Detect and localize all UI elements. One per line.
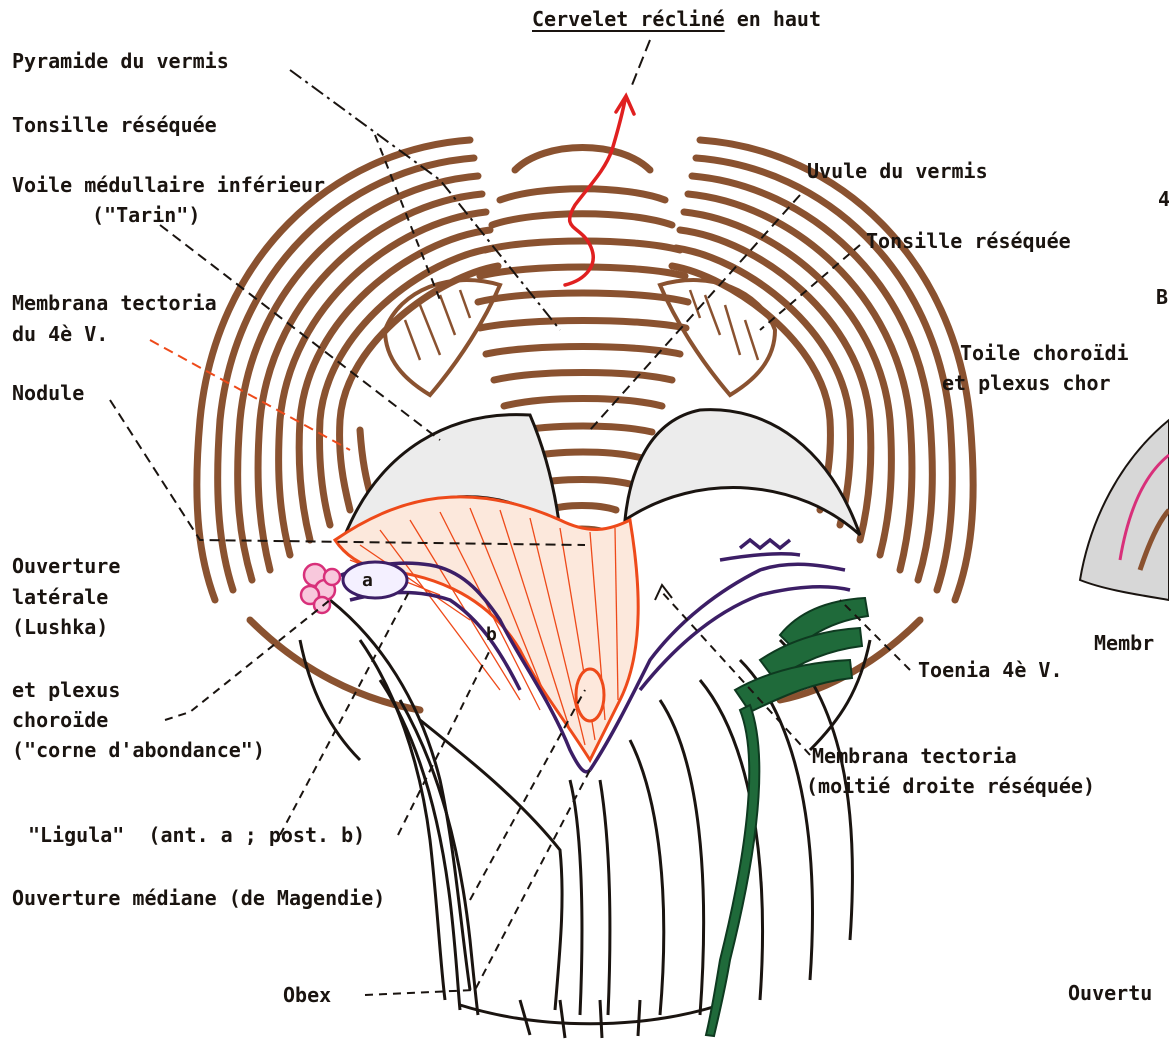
cut-label-b: B <box>1156 284 1168 310</box>
cut-label-four: 4 <box>1158 186 1169 212</box>
figure-title: Cervelet récliné en haut <box>532 6 821 32</box>
label-ouverture-lat-2: latérale <box>12 584 108 610</box>
label-tonsille-right: Tonsille réséquée <box>866 228 1071 254</box>
label-tonsille-left: Tonsille réséquée <box>12 112 217 138</box>
label-membrana-right-2: (moitié droite réséquée) <box>806 773 1095 799</box>
leader-pyramide <box>290 70 560 330</box>
adjacent-figure <box>1080 420 1169 600</box>
label-obex: Obex <box>283 982 331 1008</box>
label-membrana-right-1: Membrana tectoria <box>812 743 1017 769</box>
cut-label-ouvertu: Ouvertu <box>1068 980 1169 1006</box>
label-ligula: "Ligula" (ant. a ; post. b) <box>28 822 365 848</box>
title-rest: en haut <box>725 7 821 31</box>
cut-label-toile-2: et plexus chor <box>942 370 1169 396</box>
leader-title <box>630 40 650 90</box>
label-uvule: Uvule du vermis <box>807 158 988 184</box>
label-plexus-3: ("corne d'abondance") <box>12 737 265 763</box>
leader-obex <box>365 770 590 995</box>
leader-magendie <box>470 690 585 900</box>
label-plexus-2: choroïde <box>12 707 108 733</box>
label-membrana-left-2: du 4è V. <box>12 321 108 347</box>
label-voile-2: ("Tarin") <box>92 202 200 228</box>
label-letter-b: b <box>486 622 497 648</box>
leader-ligula-a <box>280 590 410 835</box>
label-toenia: Toenia 4è V. <box>918 657 1063 683</box>
cut-label-toile-1: Toile choroïdi <box>960 340 1169 366</box>
tonsil-stumps <box>385 280 775 395</box>
label-plexus-1: et plexus <box>12 677 120 703</box>
label-pyramide: Pyramide du vermis <box>12 48 229 74</box>
label-voile-1: Voile médullaire inférieur <box>12 172 325 198</box>
membrana-right-arrowhead <box>655 585 672 600</box>
tenia-green <box>706 598 868 1036</box>
title-emphasis: Cervelet récliné <box>532 7 725 31</box>
label-magendie: Ouverture médiane (de Magendie) <box>12 885 385 911</box>
label-letter-a: a <box>362 568 373 594</box>
ligula-a-region <box>343 562 407 598</box>
label-ouverture-lat-1: Ouverture <box>12 553 120 579</box>
choroid-plexus <box>301 564 340 613</box>
cut-label-membr: Membr <box>1094 630 1169 656</box>
label-nodule: Nodule <box>12 380 84 406</box>
label-membrana-left-1: Membrana tectoria <box>12 290 217 316</box>
label-ouverture-lat-3: (Lushka) <box>12 614 108 640</box>
